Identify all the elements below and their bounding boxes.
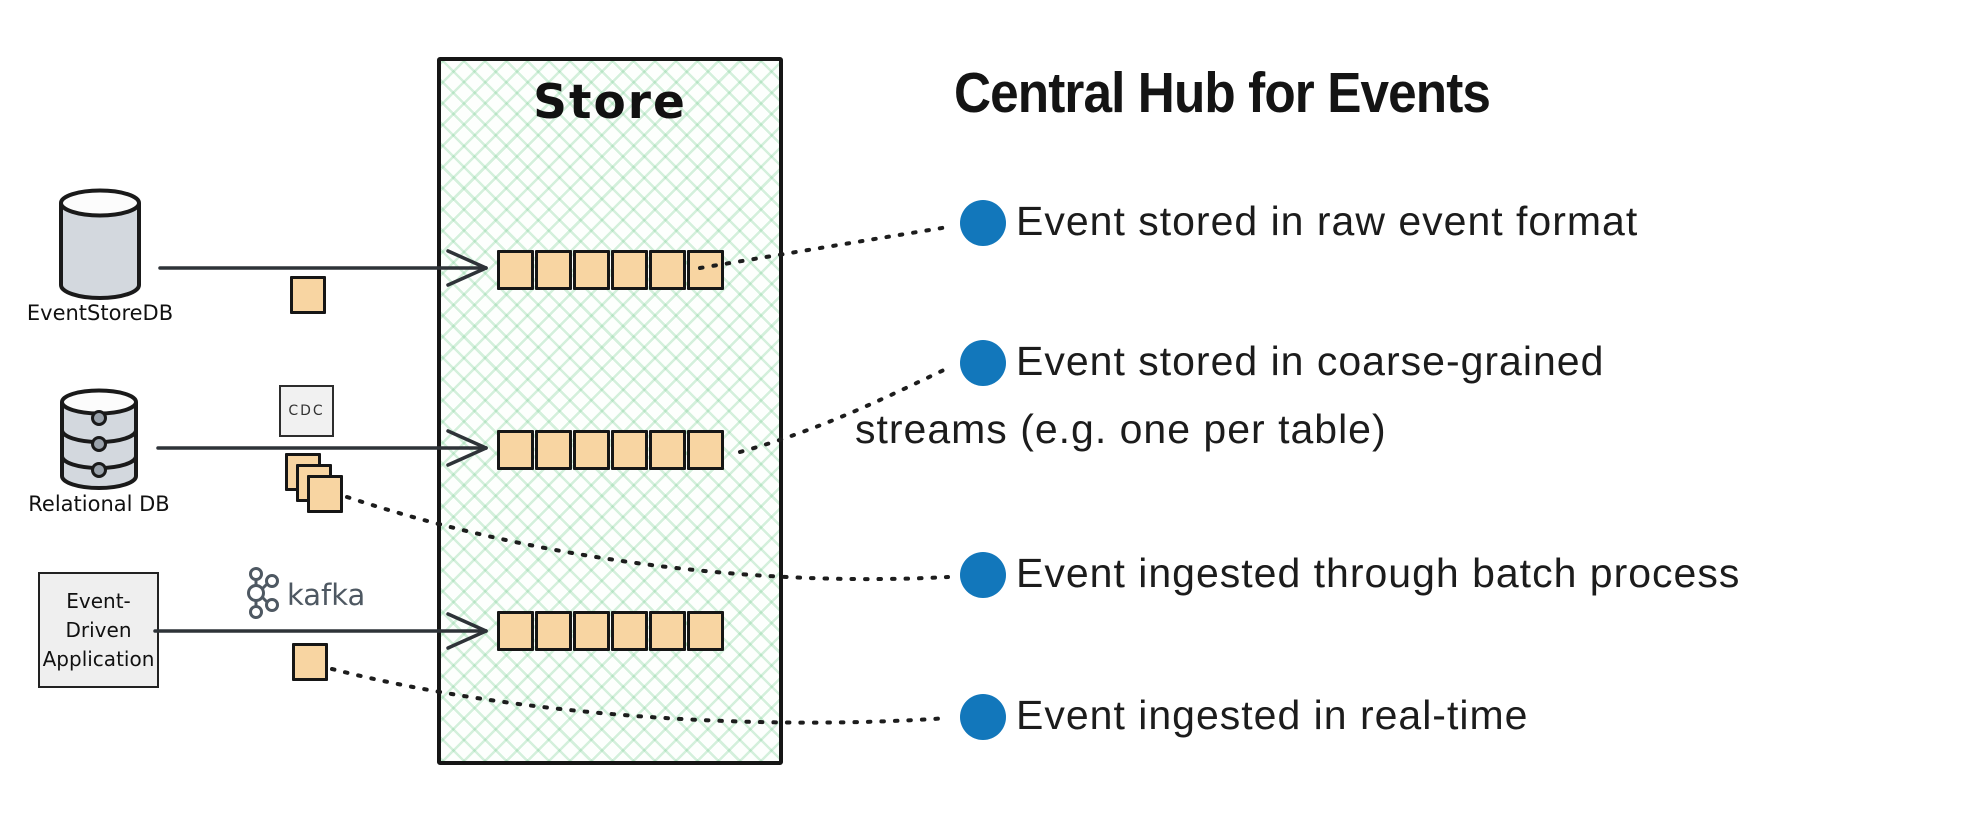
eventstoredb-cylinder-icon (59, 188, 141, 300)
eventstoredb-label: EventStoreDB (26, 301, 174, 325)
event-cell (687, 430, 724, 470)
stream-row-3 (497, 611, 724, 651)
event-cell (649, 611, 686, 651)
event-cell (573, 430, 610, 470)
event-square (292, 643, 328, 681)
relational-db-cylinder-icon (60, 388, 138, 490)
event-cell (611, 611, 648, 651)
store-box: Store (437, 57, 783, 765)
feature-raw-format: Event stored in raw event format (1016, 198, 1639, 244)
feature-batch-process: Event ingested through batch process (1016, 550, 1741, 596)
blue-dot-icon (960, 340, 1006, 386)
feature-coarse-grained-line1: Event stored in coarse-grained (1016, 338, 1605, 384)
event-cell (497, 611, 534, 651)
event-square-stack-front (307, 475, 343, 513)
event-cell (497, 250, 534, 290)
eda-label-line2: Driven (65, 617, 132, 642)
kafka-label: kafka (287, 578, 366, 612)
eda-label-line3: Application (42, 646, 155, 671)
page-title: Central Hub for Events (954, 61, 1491, 125)
blue-dot-icon (960, 200, 1006, 246)
kafka-icon (247, 567, 279, 619)
stream-row-2 (497, 430, 724, 470)
blue-dot-icon (960, 552, 1006, 598)
cdc-label: CDC (288, 403, 325, 419)
event-cell (573, 611, 610, 651)
event-cell (573, 250, 610, 290)
cdc-box: CDC (279, 385, 334, 437)
event-cell (611, 250, 648, 290)
event-cell (497, 430, 534, 470)
event-cell (649, 250, 686, 290)
blue-dot-icon (960, 694, 1006, 740)
event-driven-application-box: Event- Driven Application (38, 572, 159, 688)
feature-real-time: Event ingested in real-time (1016, 692, 1529, 738)
store-title: Store (533, 75, 687, 130)
event-cell (687, 611, 724, 651)
eda-label-line1: Event- (66, 588, 131, 613)
event-cell (535, 611, 572, 651)
event-cell (535, 430, 572, 470)
event-cell (611, 430, 648, 470)
event-cell (687, 250, 724, 290)
relational-db-label: Relational DB (28, 492, 170, 516)
event-cell (535, 250, 572, 290)
feature-coarse-grained-line2: streams (e.g. one per table) (855, 406, 1387, 452)
event-cell (649, 430, 686, 470)
stream-row-1 (497, 250, 724, 290)
event-square (290, 276, 326, 314)
